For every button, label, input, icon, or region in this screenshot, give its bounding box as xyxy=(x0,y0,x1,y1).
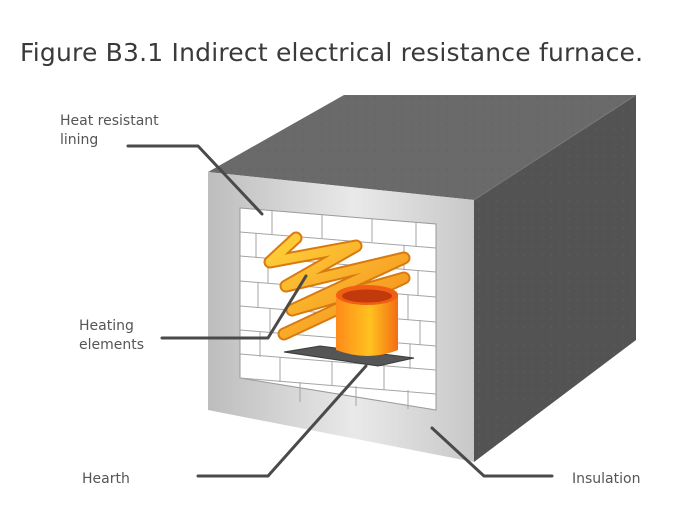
furnace-casing xyxy=(208,94,637,462)
label-insulation: Insulation xyxy=(572,471,641,487)
leader-line-insulation xyxy=(430,426,554,478)
heating-elements xyxy=(263,231,411,341)
leader-line-lining xyxy=(126,144,264,216)
label-heat-resistant-lining: Heat resistant lining xyxy=(60,112,159,150)
label-hearth: Hearth xyxy=(82,471,130,487)
hearth-plate xyxy=(283,345,415,367)
label-lining-line2: lining xyxy=(60,132,99,148)
figure-title: Figure B3.1 Indirect electrical resistan… xyxy=(20,38,644,67)
label-heating-elements: Heating elements xyxy=(79,317,144,355)
leader-line-heating xyxy=(160,274,308,340)
label-heating-line1: Heating xyxy=(79,318,134,334)
crucible xyxy=(336,285,398,356)
leader-line-hearth xyxy=(196,364,368,478)
label-lining-line1: Heat resistant xyxy=(60,113,159,129)
label-heating-line2: elements xyxy=(79,337,145,353)
